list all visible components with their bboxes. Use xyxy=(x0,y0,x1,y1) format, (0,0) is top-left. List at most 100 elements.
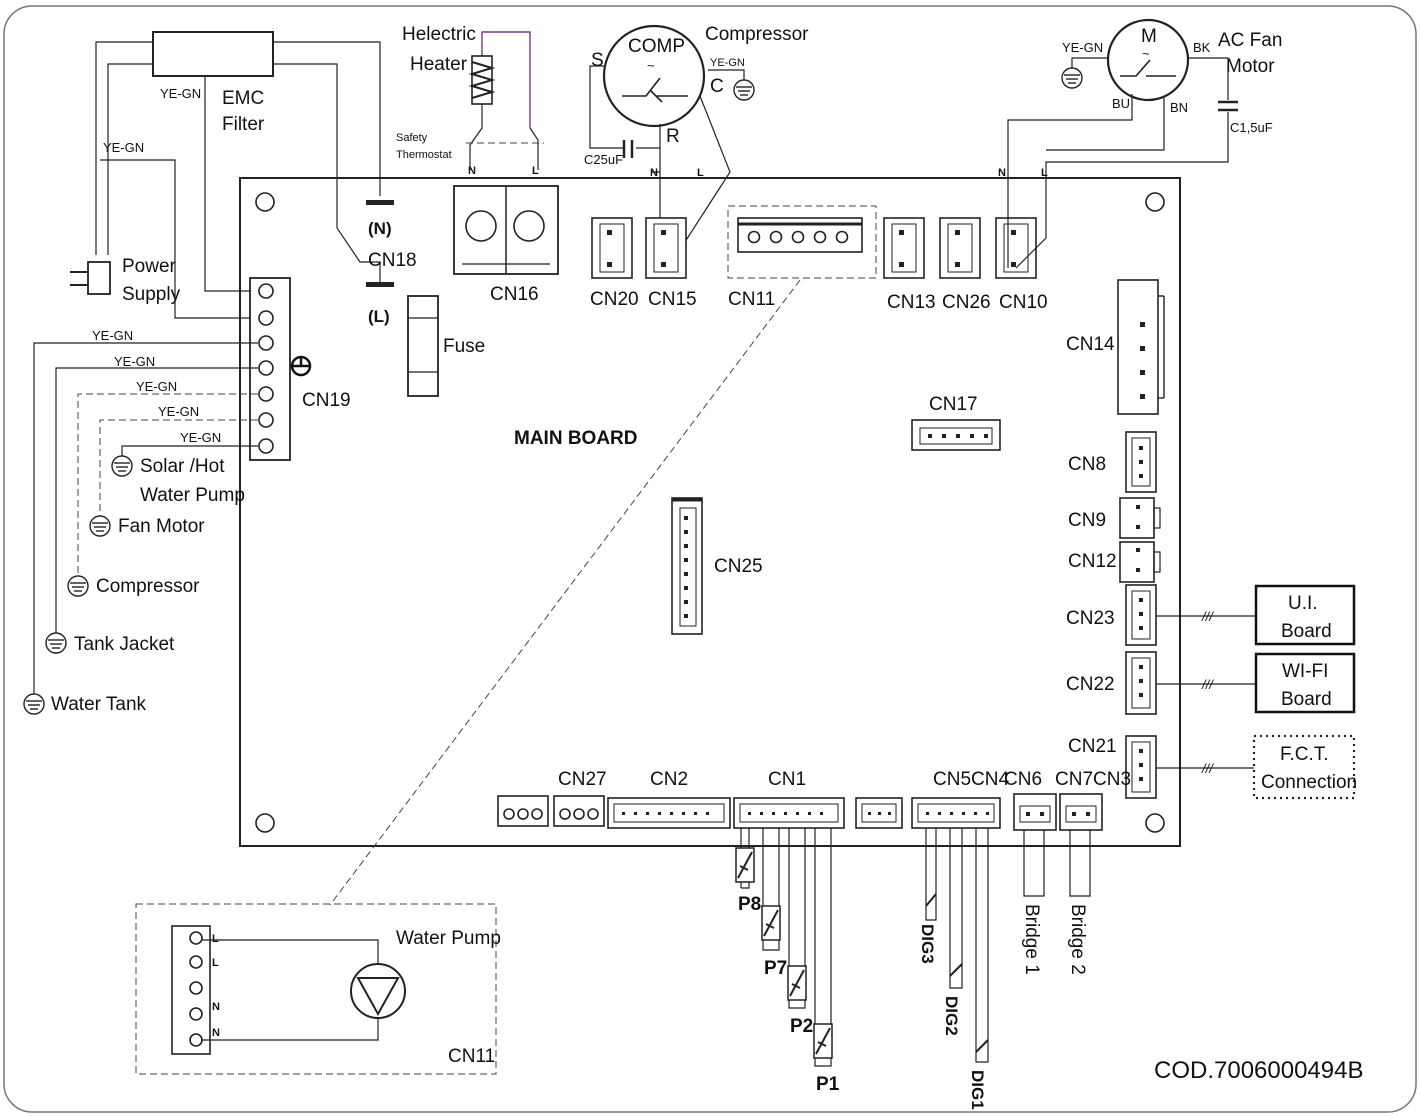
svg-text:N: N xyxy=(212,1001,220,1013)
sensor-wire xyxy=(788,828,806,1009)
capacitor-icon xyxy=(622,140,634,158)
cn11-leader-line xyxy=(329,279,801,906)
fan-cap-label: C1,5uF xyxy=(1230,120,1273,135)
ground-symbol-icon xyxy=(290,355,312,377)
cn18-label: CN18 xyxy=(368,250,417,271)
heater-l-label: L xyxy=(532,165,539,177)
dig-wire xyxy=(949,828,963,989)
water-pump-inset xyxy=(135,903,497,1075)
cn26-label: CN26 xyxy=(942,292,991,313)
heater-n-label: N xyxy=(468,165,476,177)
power-plug-icon xyxy=(70,261,111,295)
cn12-label: CN12 xyxy=(1068,551,1117,572)
bridge-1 xyxy=(1023,830,1045,897)
heater-wire xyxy=(529,127,539,170)
wire-bn-label: BN xyxy=(1170,100,1188,115)
mount-hole xyxy=(1145,813,1165,833)
ground-wire xyxy=(77,393,258,576)
mount-hole xyxy=(255,192,275,212)
cn14-connector xyxy=(1117,279,1159,415)
bridge-2 xyxy=(1069,830,1091,897)
motor-ground-wire xyxy=(1071,57,1108,68)
fuse xyxy=(407,295,439,397)
earth-ground-icon xyxy=(23,693,45,715)
cn2-label: CN2 xyxy=(650,769,688,790)
fct-label: Connection xyxy=(1261,772,1357,793)
cn25-label: CN25 xyxy=(714,556,763,577)
comp-n-label: N xyxy=(650,167,658,179)
heater-label: Helectric xyxy=(402,24,476,45)
wifi-board-label: WI-FI xyxy=(1282,661,1328,682)
cn20-label: CN20 xyxy=(590,289,639,310)
compressor-switch xyxy=(622,77,688,103)
power-supply-label: Power xyxy=(122,256,177,277)
comp-pin-s: S xyxy=(591,50,604,71)
bridge2-label: Bridge 2 xyxy=(1067,904,1088,975)
heater-coil-icon xyxy=(468,55,496,105)
svg-text:L: L xyxy=(212,957,219,969)
wire-bk-label: BK xyxy=(1193,40,1211,55)
dig3-label: DIG3 xyxy=(918,924,937,964)
heater-wire xyxy=(481,31,531,128)
ye-gn-label: YE-GN xyxy=(160,86,201,101)
water-pump-label: Water Pump xyxy=(396,928,501,949)
svg-text:L: L xyxy=(212,933,219,945)
ye-gn-label: YE-GN xyxy=(114,354,155,369)
emc-filter xyxy=(152,31,274,77)
ui-board xyxy=(1254,584,1356,646)
sensor-p1-label: P1 xyxy=(816,1074,840,1095)
motor-wire xyxy=(1188,57,1229,100)
earth-ground-icon xyxy=(733,79,755,101)
earth-ground-icon xyxy=(1061,67,1083,89)
cn7-cn3-label: CN7CN3 xyxy=(1055,769,1131,790)
bridge1-label: Bridge 1 xyxy=(1021,904,1042,975)
fuse-label: Fuse xyxy=(443,336,485,357)
mount-hole xyxy=(1145,192,1165,212)
ground-fan-motor-label: Fan Motor xyxy=(118,516,205,537)
cn23-label: CN23 xyxy=(1066,608,1115,629)
emc-wire xyxy=(204,76,258,292)
cn13-label: CN13 xyxy=(887,292,936,313)
emc-wire xyxy=(95,41,153,255)
motor-m-label: M xyxy=(1141,26,1157,47)
cable-tick-mark: /// xyxy=(1201,677,1214,692)
cable-tick-mark: /// xyxy=(1201,609,1214,624)
ye-gn-label: YE-GN xyxy=(136,379,177,394)
water-pump-icon xyxy=(350,963,406,1019)
cn15-connector xyxy=(645,217,687,279)
sensor-wire xyxy=(762,828,780,951)
dig1-label: DIG1 xyxy=(968,1070,987,1110)
svg-text:~: ~ xyxy=(647,58,655,73)
ui-board-label: U.I. xyxy=(1288,593,1318,614)
comp-pin-c: C xyxy=(710,76,724,97)
outer-frame xyxy=(3,5,1417,1113)
ye-gn-label: YE-GN xyxy=(1062,40,1103,55)
cn21-label: CN21 xyxy=(1068,736,1117,757)
cn17-label: CN17 xyxy=(929,394,978,415)
motor-wire xyxy=(1007,94,1133,268)
cn6-connector xyxy=(1013,793,1057,831)
cn18-n-label: (N) xyxy=(368,219,392,238)
cn18-pad-l xyxy=(366,282,394,287)
cn18-l-label: (L) xyxy=(368,307,390,326)
wire-bu-label: BU xyxy=(1112,96,1130,111)
mount-hole xyxy=(255,813,275,833)
fan-l-label: L xyxy=(1041,167,1048,179)
capacitor-icon xyxy=(1218,100,1238,112)
cn13-connector xyxy=(883,217,925,279)
cn12-connector xyxy=(1119,541,1155,583)
cn25-connector xyxy=(671,497,703,635)
svg-text:~: ~ xyxy=(1142,46,1150,61)
compressor-symbol xyxy=(602,24,706,128)
motor-wire xyxy=(1046,96,1165,151)
cn14-label: CN14 xyxy=(1066,334,1115,355)
cn9-label: CN9 xyxy=(1068,510,1106,531)
ground-solar-label: Solar /Hot xyxy=(140,456,225,477)
cn19-terminal-block xyxy=(249,277,291,461)
cn1-label: CN1 xyxy=(768,769,806,790)
power-supply-label: Supply xyxy=(122,284,181,305)
compressor-label: Compressor xyxy=(705,24,809,45)
sensor-p7-label: P7 xyxy=(764,958,787,979)
ground-wire xyxy=(33,342,258,694)
sensor-p2-label: P2 xyxy=(790,1016,813,1037)
